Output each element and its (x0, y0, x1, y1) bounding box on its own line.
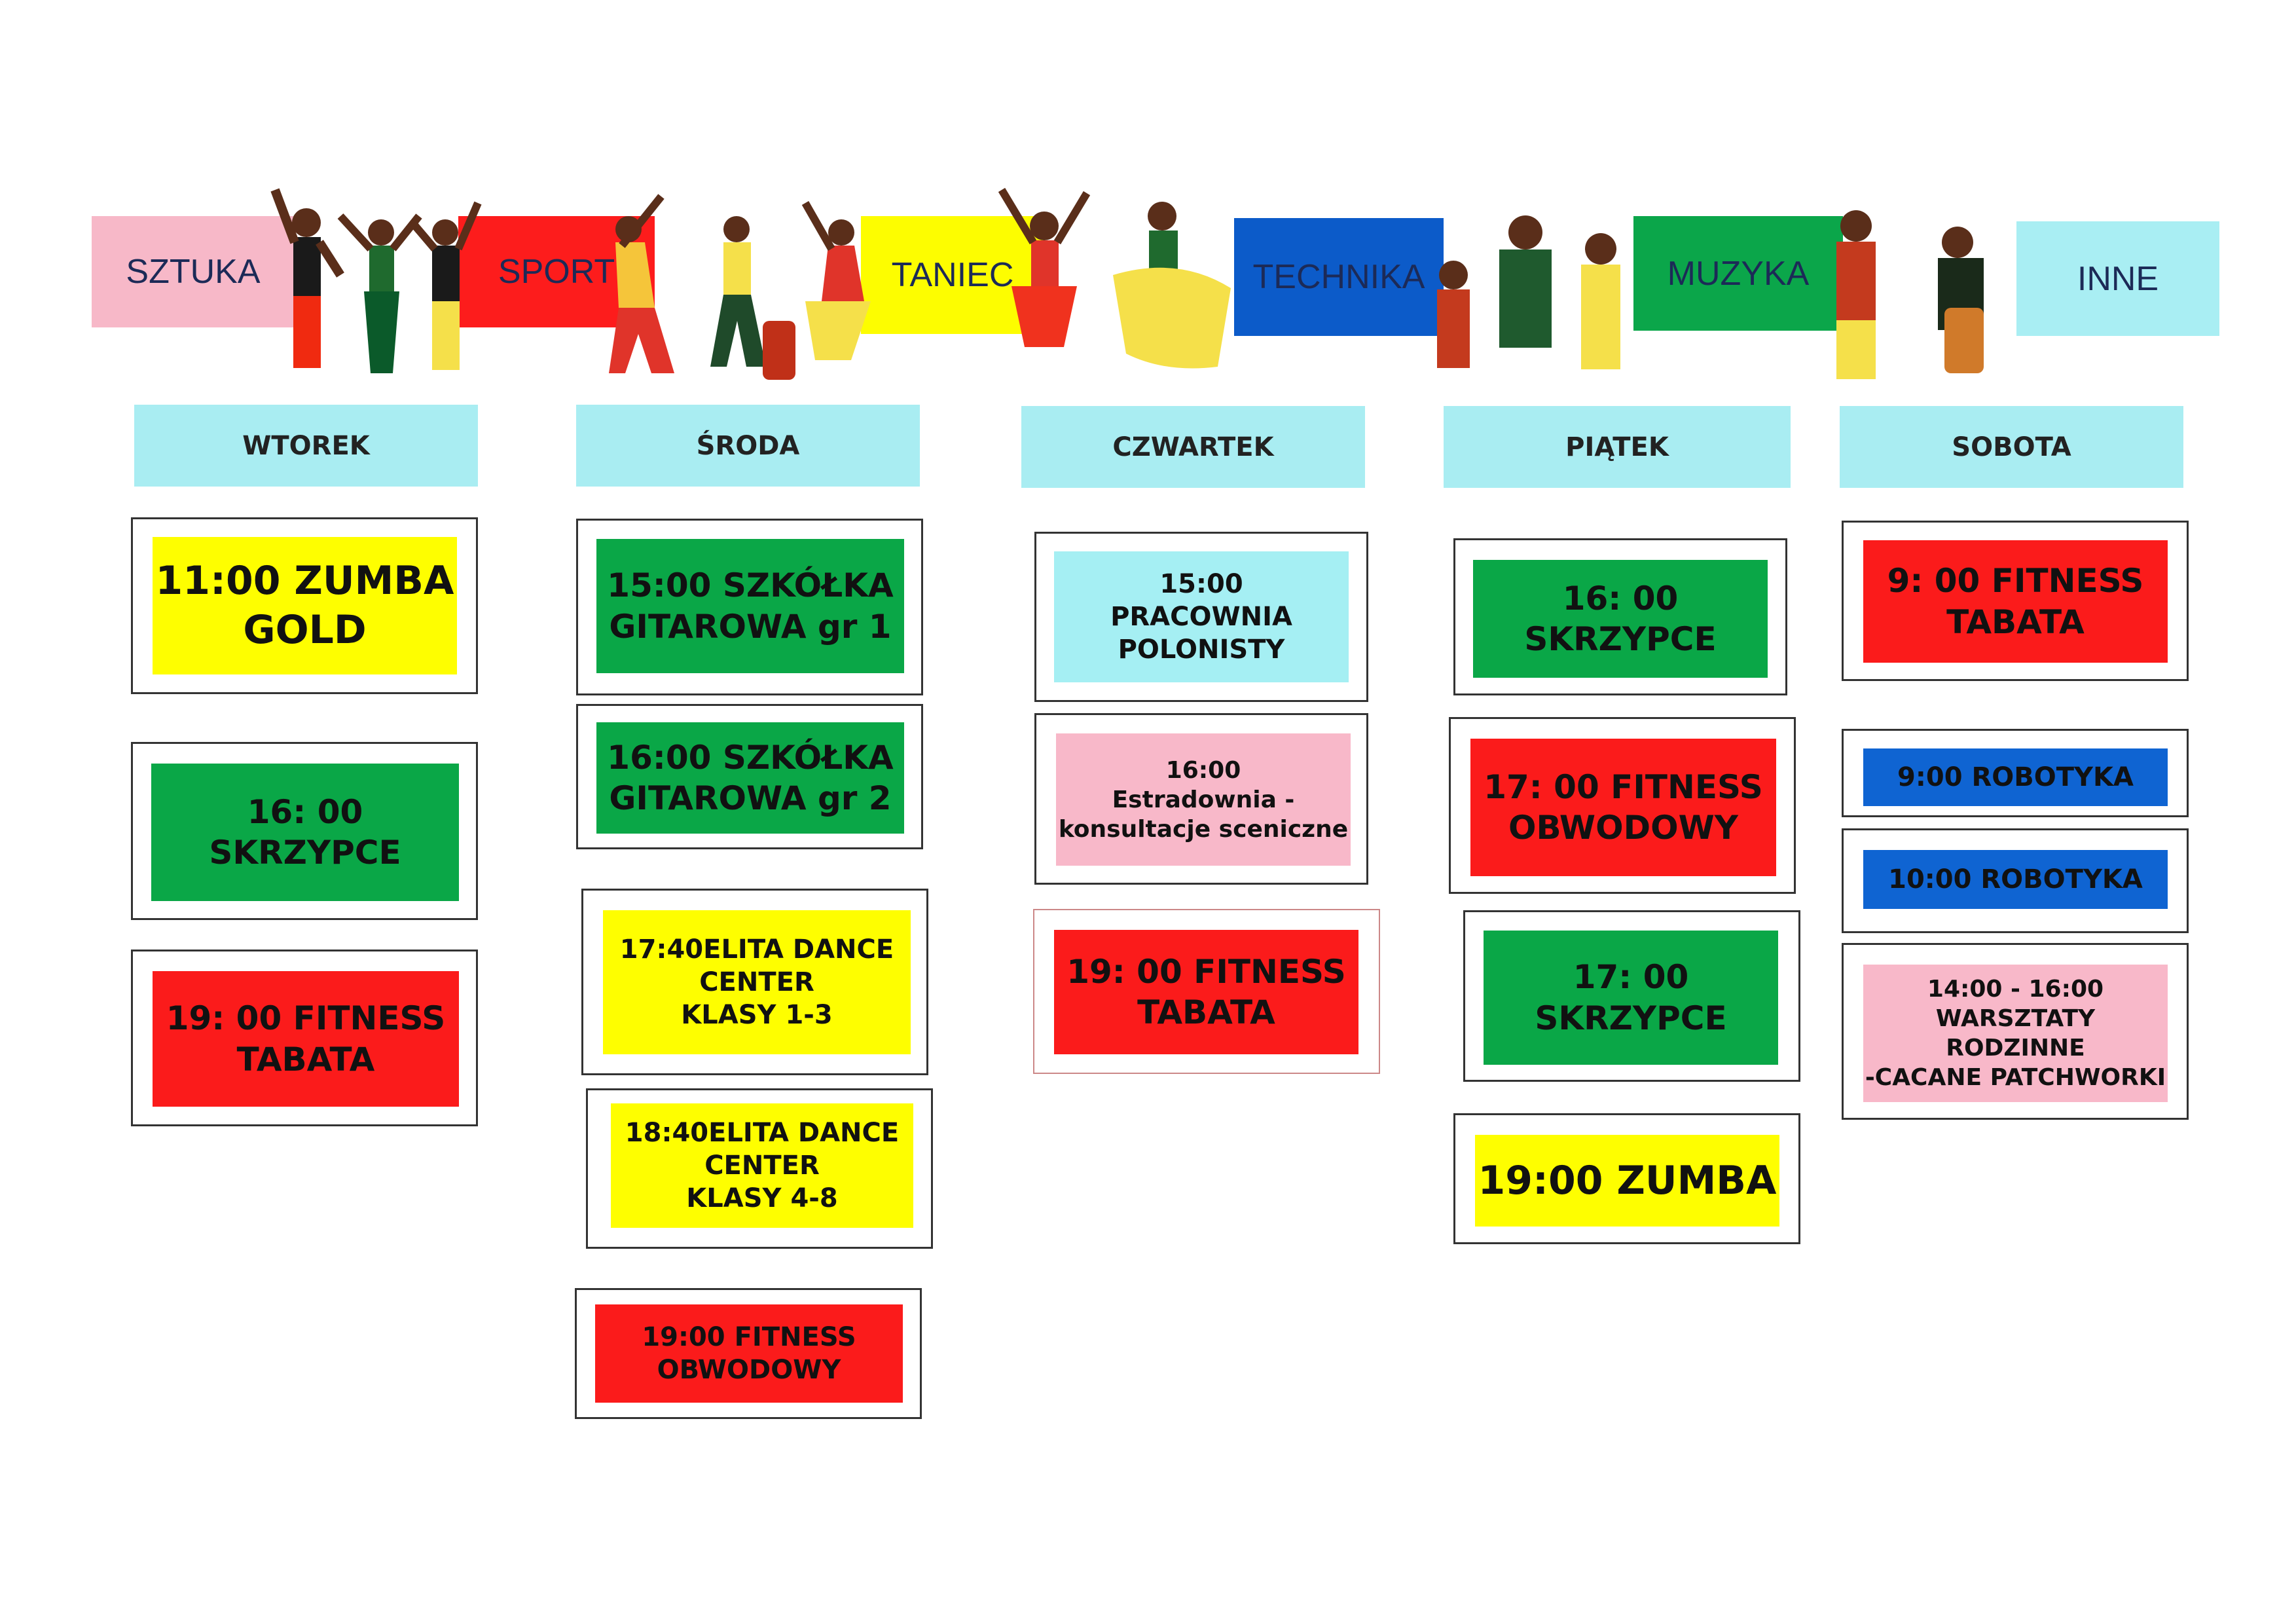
category-label: SPORT (498, 253, 615, 291)
event-title: 17: 00 FITNESS OBWODOWY (1470, 739, 1776, 876)
event-card: 19: 00 FITNESS TABATA (131, 950, 478, 1126)
dancer-figure (801, 201, 871, 360)
event-title: 19: 00 FITNESS TABATA (153, 971, 459, 1107)
musician-figure (1938, 227, 1984, 373)
event-title: 11:00 ZUMBA GOLD (153, 537, 457, 674)
dancer-figure (1437, 261, 1470, 368)
category-label: TECHNIKA (1252, 258, 1425, 296)
event-title: 9: 00 FITNESS TABATA (1863, 540, 2168, 663)
event-title: 16:00 Estradownia - konsultacje sceniczn… (1056, 733, 1351, 866)
event-title: 16:00 SZKÓŁKA GITAROWA gr 2 (596, 722, 904, 834)
event-card: 14:00 - 16:00 WARSZTATY RODZINNE -CACANE… (1842, 943, 2189, 1120)
dancer-figure (337, 213, 422, 373)
event-card: 16:00 SZKÓŁKA GITAROWA gr 2 (576, 704, 923, 849)
event-card: 16:00 Estradownia - konsultacje sceniczn… (1034, 713, 1368, 885)
category-technika: TECHNIKA (1234, 218, 1444, 336)
event-card: 15:00 SZKÓŁKA GITAROWA gr 1 (576, 519, 923, 695)
event-title: 9:00 ROBOTYKA (1863, 748, 2168, 806)
event-card: 17:40ELITA DANCE CENTER KLASY 1-3 (581, 889, 928, 1075)
event-card: 18:40ELITA DANCE CENTER KLASY 4-8 (586, 1088, 933, 1249)
dancer-figure (609, 194, 674, 373)
category-label: TANIEC (891, 256, 1014, 294)
category-muzyka: MUZYKA (1633, 216, 1843, 331)
event-title: 15:00 PRACOWNIA POLONISTY (1054, 551, 1349, 682)
event-card: 19: 00 FITNESS TABATA (1033, 909, 1380, 1074)
event-card: 19:00 ZUMBA (1453, 1113, 1800, 1244)
event-title: 17:40ELITA DANCE CENTER KLASY 1-3 (603, 910, 911, 1054)
dancer-figure (998, 187, 1091, 347)
day-label: CZWARTEK (1112, 432, 1274, 462)
event-title: 19:00 FITNESS OBWODOWY (595, 1304, 903, 1403)
category-label: MUZYKA (1667, 254, 1810, 293)
category-label: INNE (2077, 259, 2159, 298)
event-title: 19: 00 FITNESS TABATA (1054, 930, 1358, 1054)
day-header-czwartek: CZWARTEK (1021, 406, 1365, 488)
event-title: 18:40ELITA DANCE CENTER KLASY 4-8 (611, 1103, 913, 1228)
day-header-sobota: SOBOTA (1840, 406, 2183, 488)
category-taniec: TANIEC (861, 216, 1044, 334)
event-title: 14:00 - 16:00 WARSZTATY RODZINNE -CACANE… (1863, 965, 2168, 1102)
dancer-figure (409, 201, 482, 370)
day-label: PIĄTEK (1565, 432, 1669, 462)
event-title: 15:00 SZKÓŁKA GITAROWA gr 1 (596, 539, 904, 673)
event-card: 16: 00 SKRZYPCE (1453, 538, 1787, 695)
category-label: SZTUKA (126, 253, 261, 291)
event-card: 16: 00 SKRZYPCE (131, 742, 478, 920)
dancer-figure (270, 188, 344, 368)
day-label: SOBOTA (1952, 432, 2071, 462)
dancer-figure (1581, 233, 1620, 369)
day-label: ŚRODA (696, 430, 800, 461)
event-title: 17: 00 SKRZYPCE (1484, 931, 1778, 1065)
event-card: 10:00 ROBOTYKA (1842, 828, 2189, 933)
dancer-figure (1499, 215, 1552, 348)
event-card: 17: 00 SKRZYPCE (1463, 910, 1800, 1082)
event-card: 9:00 ROBOTYKA (1842, 729, 2189, 817)
event-card: 19:00 FITNESS OBWODOWY (575, 1288, 922, 1419)
event-card: 11:00 ZUMBA GOLD (131, 517, 478, 694)
dancer-figure (710, 216, 766, 367)
category-sztuka: SZTUKA (92, 216, 295, 327)
day-header-sroda: ŚRODA (576, 405, 920, 487)
day-header-piatek: PIĄTEK (1444, 406, 1791, 488)
category-inne: INNE (2016, 221, 2219, 336)
event-title: 16: 00 SKRZYPCE (151, 764, 459, 901)
drum-icon (763, 321, 795, 380)
musician-figure (1836, 210, 1876, 379)
event-card: 9: 00 FITNESS TABATA (1842, 521, 2189, 681)
dancer-figure (1113, 202, 1231, 369)
event-card: 15:00 PRACOWNIA POLONISTY (1034, 532, 1368, 702)
day-label: WTOREK (242, 430, 370, 461)
event-card: 17: 00 FITNESS OBWODOWY (1449, 717, 1796, 894)
event-title: 16: 00 SKRZYPCE (1473, 560, 1768, 678)
event-title: 10:00 ROBOTYKA (1863, 850, 2168, 909)
dancers-illustration (270, 187, 1984, 380)
event-title: 19:00 ZUMBA (1475, 1135, 1779, 1227)
day-header-wtorek: WTOREK (134, 405, 478, 487)
